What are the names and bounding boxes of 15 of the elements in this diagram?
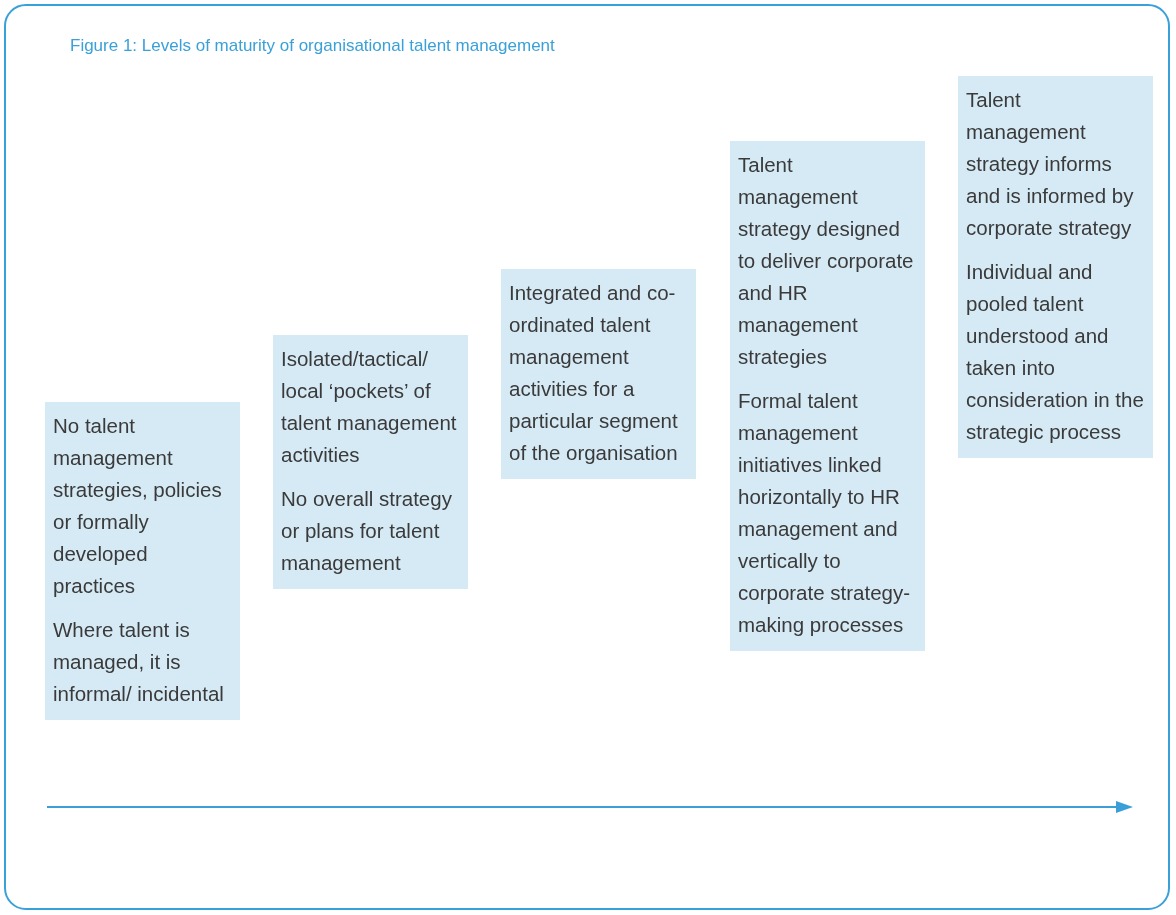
level-description: Integrated and co-ordinated talent management activities for a particular segment of the organisation: [509, 280, 679, 466]
level-description: Isolated/tactical/ local ‘pockets’ of talent management activities: [281, 346, 458, 468]
figure-title: Figure 1: Levels of maturity of organisational talent management: [70, 36, 555, 56]
level-description: Where talent is managed, it is informal/ incidental: [53, 617, 225, 707]
level-box: [273, 335, 468, 589]
level-box: [958, 76, 1153, 458]
level-description: Talent management strategy designed to deliver corporate and HR management strategies: [738, 152, 915, 370]
level-box: [501, 269, 696, 479]
level-box: [45, 402, 240, 720]
level-box: [730, 141, 925, 651]
level-description: Talent management strategy informs and is informed by corporate strategy: [966, 87, 1135, 241]
level-description: No overall strategy or plans for talent management: [281, 486, 453, 576]
level-description: Formal talent management initiatives linked horizontally to HR management and vertically to corporate strategy-making processes: [738, 388, 912, 638]
level-description: No talent management strategies, policies or formally developed practices: [53, 413, 223, 599]
level-description: Individual and pooled talent understood and taken into consideration in the strategic process: [966, 259, 1145, 445]
